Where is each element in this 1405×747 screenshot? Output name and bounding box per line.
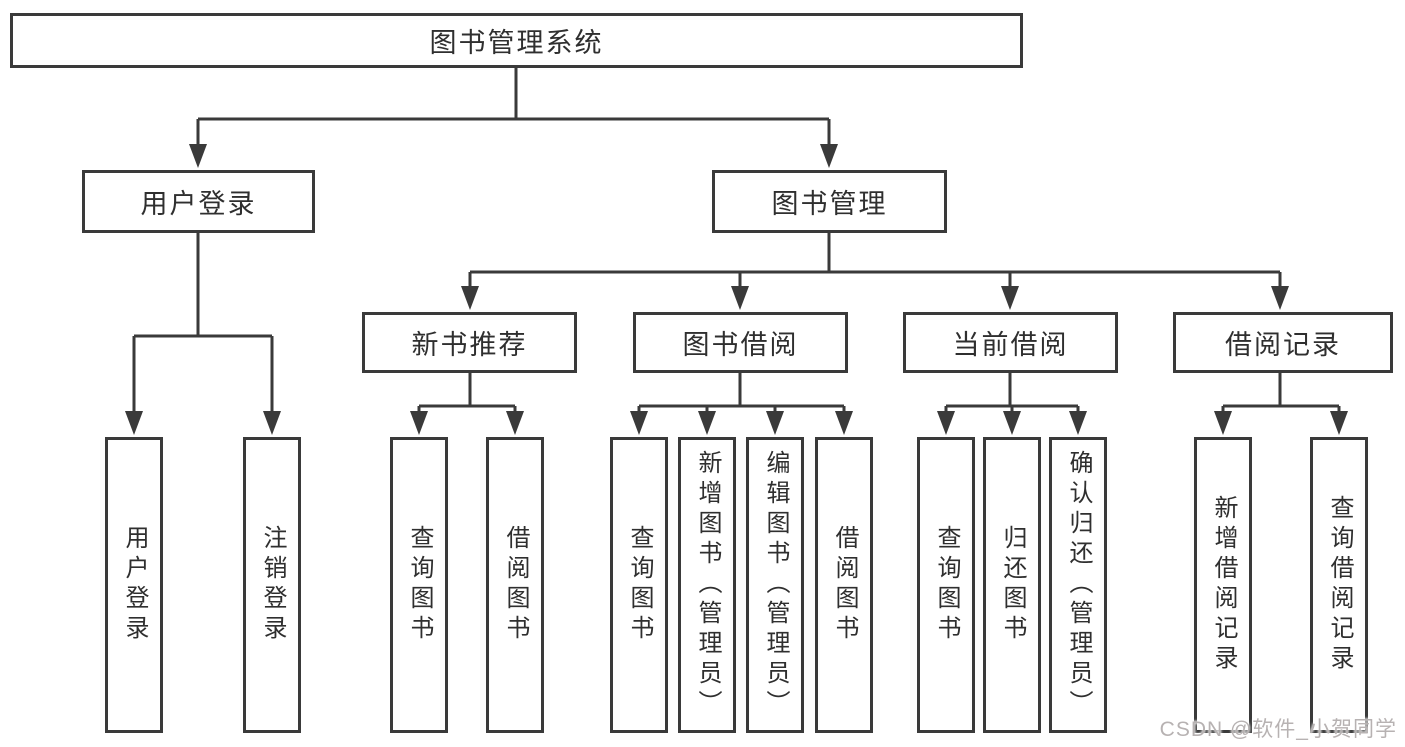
leaf-return-books: 归还图书 (983, 437, 1041, 733)
leaf-query-books-1: 查询图书 (390, 437, 448, 733)
leaf-confirm-return-admin: 确认归还（管理员） (1049, 437, 1107, 733)
node-current-borrow: 当前借阅 (903, 312, 1118, 373)
node-book-borrow: 图书借阅 (633, 312, 848, 373)
leaf-borrow-books-1: 借阅图书 (486, 437, 544, 733)
node-book-management: 图书管理 (712, 170, 947, 233)
node-user-login: 用户登录 (82, 170, 315, 233)
node-library-system: 图书管理系统 (10, 13, 1023, 68)
node-new-book-recommend: 新书推荐 (362, 312, 577, 373)
leaf-edit-book-admin: 编辑图书（管理员） (746, 437, 804, 733)
leaf-query-books-3: 查询图书 (917, 437, 975, 733)
leaf-query-borrow-record: 查询借阅记录 (1310, 437, 1368, 733)
leaf-query-books-2: 查询图书 (610, 437, 668, 733)
leaf-logout: 注销登录 (243, 437, 301, 733)
leaf-add-book-admin: 新增图书（管理员） (678, 437, 736, 733)
leaf-user-login: 用户登录 (105, 437, 163, 733)
leaf-add-borrow-record: 新增借阅记录 (1194, 437, 1252, 733)
node-borrow-records: 借阅记录 (1173, 312, 1393, 373)
leaf-borrow-books-2: 借阅图书 (815, 437, 873, 733)
csdn-watermark: CSDN @软件_小贺同学 (1159, 718, 1397, 741)
